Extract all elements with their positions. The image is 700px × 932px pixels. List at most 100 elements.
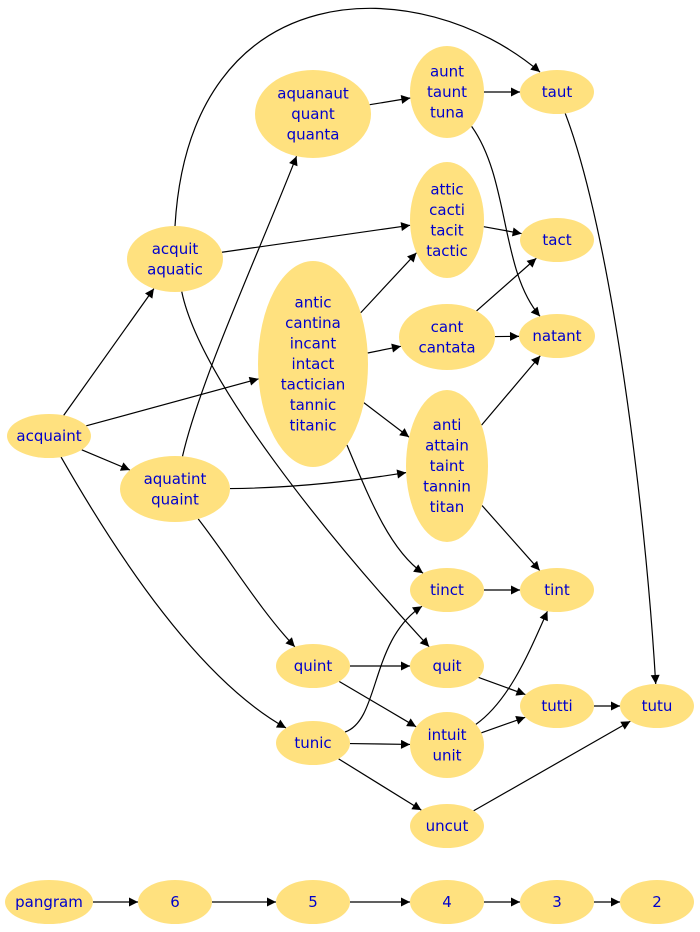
node-ellipse	[520, 218, 594, 262]
edge-cant-to-tact	[476, 257, 537, 312]
edge-antic-to-attic	[360, 252, 417, 314]
node-ellipse	[120, 456, 230, 522]
node-label: quanta	[287, 126, 340, 144]
node-label: tutu	[642, 697, 673, 715]
node-tact: tact	[520, 218, 594, 262]
node-label: 3	[552, 893, 562, 911]
node-label: anti	[433, 416, 462, 434]
node-label: quaint	[151, 490, 199, 508]
node-label: natant	[532, 327, 581, 345]
edge-acquaint-to-aquatint	[81, 449, 131, 471]
node-label: tactician	[281, 376, 345, 394]
node-ellipse	[276, 721, 350, 765]
node-label: tannin	[423, 478, 471, 496]
node-label: antic	[295, 294, 332, 312]
node-label: 6	[170, 893, 180, 911]
node-n5: 5	[276, 880, 350, 924]
node-label: tint	[544, 581, 570, 599]
node-label: cacti	[429, 201, 465, 219]
node-ellipse	[255, 70, 371, 158]
node-label: cant	[431, 318, 464, 336]
node-ellipse	[410, 804, 484, 848]
node-label: tunic	[294, 734, 331, 752]
node-label: incant	[290, 335, 337, 353]
node-tutu: tutu	[620, 684, 694, 728]
node-ellipse	[410, 880, 484, 924]
node-ellipse	[520, 684, 594, 728]
edge-aunt-to-natant	[471, 126, 541, 317]
node-ellipse	[127, 226, 223, 292]
edge-aquatint-to-anti	[229, 469, 407, 490]
node-label: titan	[430, 498, 465, 516]
edge-acquit-to-quit	[181, 291, 430, 648]
edge-quit-to-tutti	[478, 676, 526, 696]
node-ellipse	[410, 712, 484, 778]
node-ellipse	[7, 414, 91, 458]
node-label: cantina	[285, 314, 341, 332]
node-ellipse	[258, 261, 368, 467]
edge-intuit-to-tint	[475, 611, 548, 725]
node-ellipse	[520, 880, 594, 924]
node-ellipse	[406, 390, 488, 542]
edge-aquanaut-to-aunt	[369, 95, 411, 106]
edge-antic-to-cant	[367, 343, 402, 354]
node-label: tutti	[541, 697, 572, 715]
node-ellipse	[520, 568, 594, 612]
node-taut: taut	[520, 70, 594, 114]
node-label: quint	[294, 657, 333, 675]
node-quit: quit	[410, 644, 484, 688]
edge-acquaint-to-antic	[86, 376, 259, 427]
node-natant: natant	[519, 314, 595, 358]
node-tutti: tutti	[520, 684, 594, 728]
node-tunic: tunic	[276, 721, 350, 765]
edge-acquit-to-attic	[221, 222, 411, 253]
node-n6: 6	[138, 880, 212, 924]
node-label: attain	[425, 437, 469, 455]
node-n4: 4	[410, 880, 484, 924]
node-label: 2	[652, 893, 662, 911]
node-ellipse	[5, 880, 93, 924]
node-ellipse	[620, 684, 694, 728]
node-antic: antic cantina incant intact tactician tannic t…	[258, 261, 368, 467]
node-label: 4	[442, 893, 452, 911]
node-label: uncut	[426, 817, 469, 835]
node-ellipse	[410, 644, 484, 688]
node-ellipse	[276, 880, 350, 924]
node-label: taut	[542, 83, 573, 101]
node-label: aquatic	[147, 260, 203, 278]
node-label: taint	[430, 457, 465, 475]
node-label: 5	[308, 893, 318, 911]
node-label: intact	[292, 355, 335, 373]
node-ellipse	[519, 314, 595, 358]
node-label: tuna	[430, 104, 464, 122]
node-aquatint: aquatint quaint	[120, 456, 230, 522]
node-label: tact	[542, 231, 571, 249]
node-n2: 2	[620, 880, 694, 924]
edge-tunic-to-tinct	[344, 605, 423, 733]
node-label: pangram	[15, 893, 83, 911]
edge-uncut-to-tutu	[473, 720, 631, 812]
node-label: tactic	[426, 242, 468, 260]
node-label: titanic	[289, 417, 336, 435]
edge-tunic-to-uncut	[338, 758, 422, 811]
node-label: tannic	[290, 396, 337, 414]
edge-acquit-to-taut	[174, 7, 541, 227]
node-ellipse	[276, 644, 350, 688]
node-label: unit	[432, 746, 461, 764]
node-ellipse	[399, 304, 495, 370]
node-n3: 3	[520, 880, 594, 924]
node-label: aquatint	[144, 470, 207, 488]
node-ellipse	[520, 70, 594, 114]
edge-anti-to-natant	[481, 355, 541, 426]
node-label: aquanaut	[277, 85, 349, 103]
node-label: acquaint	[16, 427, 81, 445]
edge-quint-to-intuit	[338, 680, 417, 728]
node-ellipse	[620, 880, 694, 924]
